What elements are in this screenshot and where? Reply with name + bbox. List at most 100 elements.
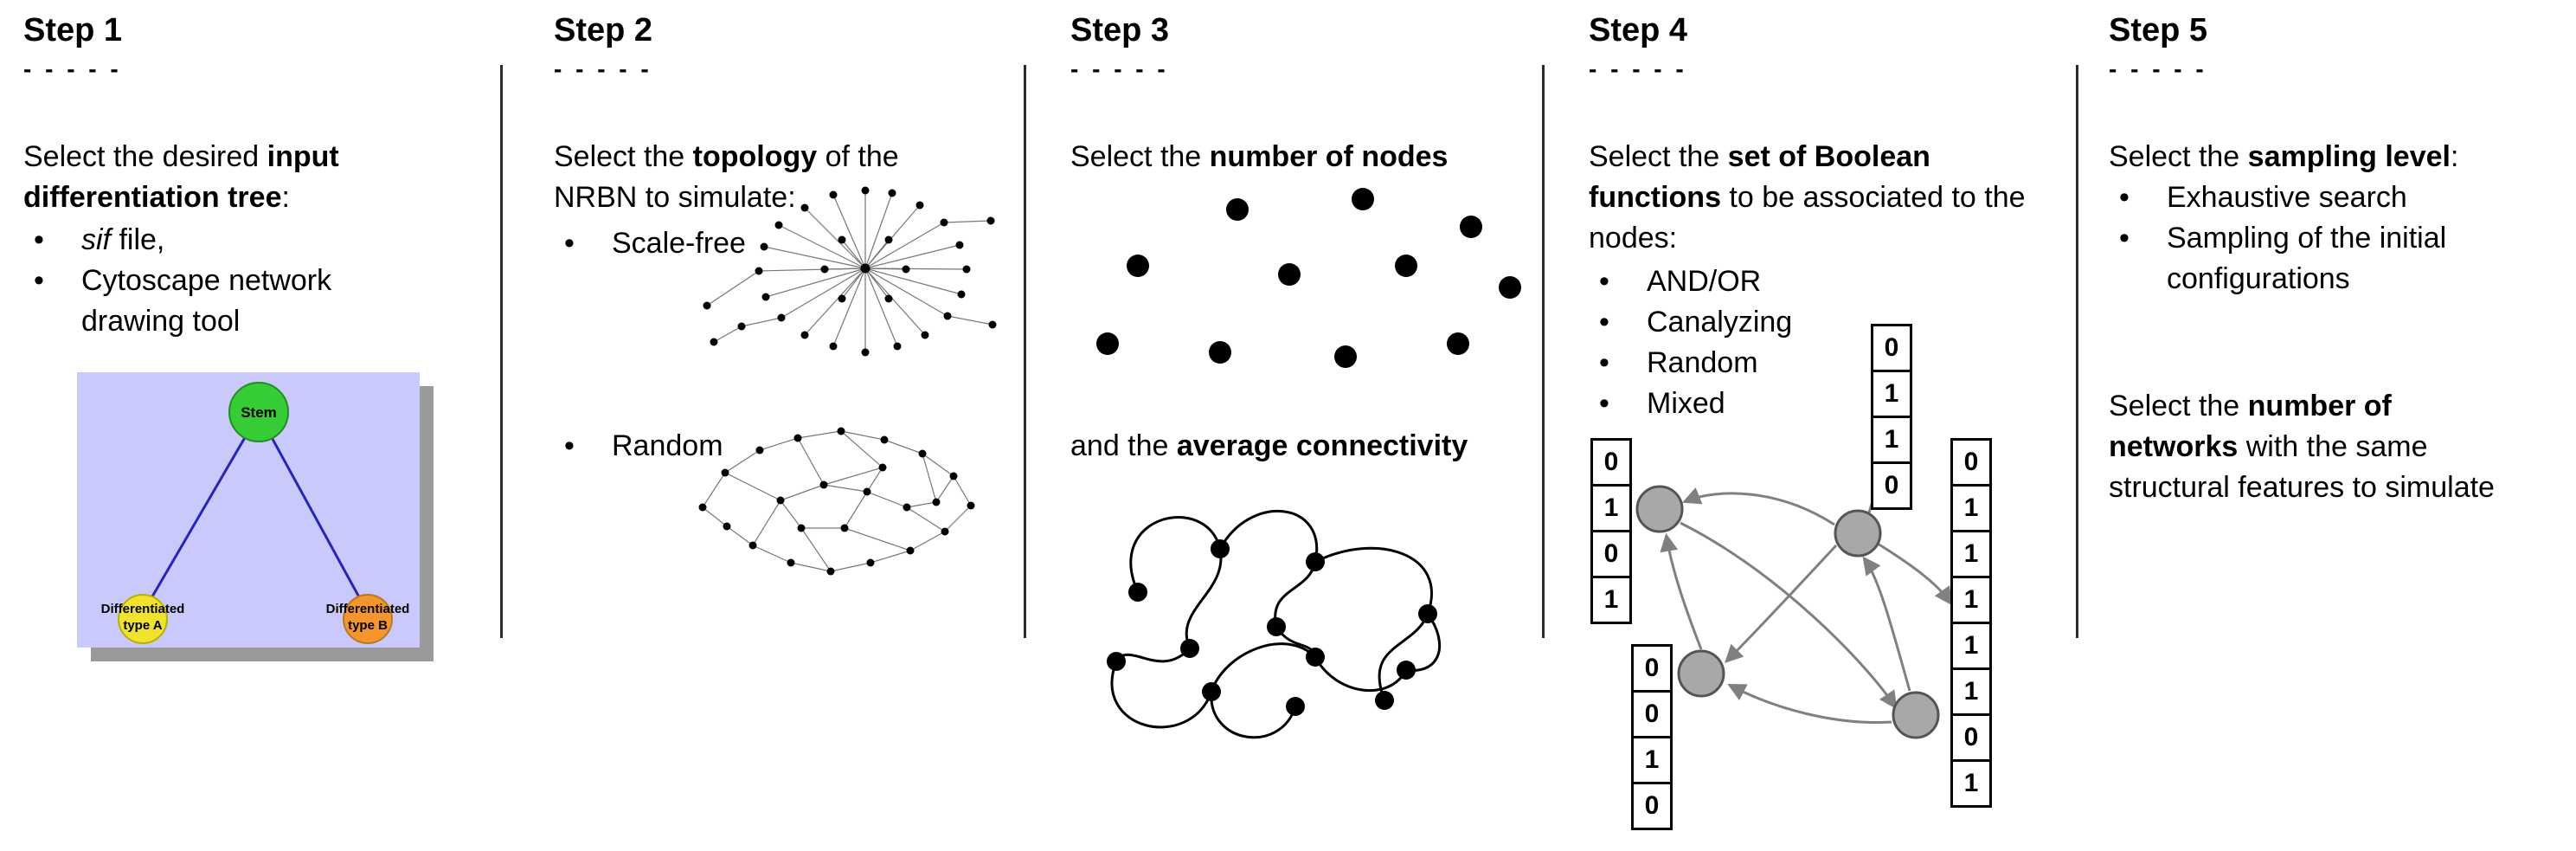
truth-table-cell: 0 [1950,438,1992,487]
step2-bullet-random: Random [554,426,813,467]
truth-table-cell: 0 [1631,782,1673,830]
step2-title: Step 2 [554,12,653,48]
step2-intro-bold: topology [692,140,818,173]
step1-intro-text: Select the desired [23,140,267,173]
step1-intro-bold: input differentiation tree [23,140,339,214]
truth-table-cell: 1 [1590,576,1632,624]
truth-table-cell: 1 [1950,622,1992,670]
step1-intro: Select the desired input differentiation… [23,137,460,218]
node-dots [1096,188,1521,368]
step3-title: Step 3 [1070,12,1170,48]
list-item: Random [554,426,813,467]
column-divider [2076,65,2078,638]
step5-intro: Select the sampling level: [2109,137,2541,177]
step5-intro-bold: sampling level [2247,140,2451,173]
list-item: Scale-free [554,223,813,264]
list-item: Cytoscape network drawing tool [23,261,417,342]
boolean-network-svg [1635,441,1953,739]
tangle-dots [1107,539,1437,716]
boolean-node-3 [1677,649,1725,698]
list-item: Sampling of the initial configurations [2109,218,2541,300]
step1-bullet-list: sif file, Cytoscape network drawing tool [23,220,417,342]
column-divider [500,65,503,638]
step4-intro: Select the set of Boolean functions to b… [1589,137,2060,259]
step4-intro-text1: Select the [1589,140,1728,173]
step5-bullet1: Exhaustive search [2167,181,2407,214]
truth-table-cell: 0 [1871,461,1912,510]
list-item: Random [1589,343,1935,384]
step4-intro-text2: to be associated to the nodes: [1589,181,2026,255]
truth-table-cell: 1 [1950,576,1992,624]
step5-intro-colon: : [2450,140,2459,173]
stem-node [228,382,289,442]
step3-column: Step 3 - - - - - Select the number of no… [1070,12,1538,848]
step5-dashes: - - - - - [2109,55,2207,82]
truth-table-right: 0 1 1 1 1 1 0 1 [1950,438,1992,808]
list-item: Exhaustive search [2109,177,2541,218]
step5-second-text2: with the same structural features to sim… [2109,430,2495,504]
truth-table-cell: 1 [1871,416,1912,464]
truth-table-cell: 0 [1950,713,1992,762]
truth-table-cell: 0 [1590,530,1632,578]
step3-intro-text: Select the [1070,140,1210,173]
step5-second-bold: number of networks [2109,390,2392,463]
truth-table-cell: 1 [1950,759,1992,808]
truth-table-left: 0 1 0 1 [1590,438,1632,624]
step2-bullet-scale-free: Scale-free [554,223,813,264]
step2-intro: Select the topology of the NRBN to simul… [554,137,986,218]
step2-bullet2-label: Random [612,429,723,462]
step2-column: Step 2 - - - - - Select the topology of … [554,12,997,848]
scale-free-nodes [703,186,997,357]
step4-bullet-canalyzing: Canalyzing [1647,306,1793,338]
type-b-label-line1: Differentiated [326,602,410,616]
truth-table-cell: 1 [1590,484,1632,532]
truth-table-cell: 0 [1871,324,1912,372]
step1-bullet1-rest: file, [111,223,165,256]
list-item: Canalyzing [1589,302,1935,343]
step1-intro-colon: : [281,181,290,214]
truth-table-cell: 1 [1950,530,1992,578]
step3-dashes: - - - - - [1070,55,1169,82]
random-network-nodes [698,427,975,576]
truth-table-cell: 0 [1631,644,1673,693]
boolean-node-2 [1834,509,1882,558]
step1-column: Step 1 - - - - - Select the desired inpu… [23,12,460,848]
boolean-node-4 [1892,691,1940,739]
step4-bullet-mixed: Mixed [1647,387,1725,420]
truth-table-top: 0 1 1 0 [1871,324,1912,510]
connectivity-tangle-image [1077,480,1536,770]
type-b-label-line2: type B [348,618,388,633]
step4-bullet-random: Random [1647,346,1758,379]
type-a-label-line1: Differentiated [101,602,185,616]
scale-free-edges [706,190,993,352]
step5-column: Step 5 - - - - - Select the sampling lev… [2109,12,2541,848]
list-item: AND/OR [1589,261,1935,302]
truth-table-cell: 1 [1871,370,1912,418]
nodes-dots-image [1086,184,1536,396]
step2-bullet1-label: Scale-free [612,227,746,260]
step4-dashes: - - - - - [1589,55,1687,82]
step4-title: Step 4 [1589,12,1688,48]
tree-edges [141,413,369,614]
step4-bullet-list: AND/OR Canalyzing Random Mixed [1589,261,1935,424]
step3-mid: and the average connectivity [1070,426,1538,467]
step4-intro-bold: set of Boolean functions [1589,140,1930,214]
step5-bullet2: Sampling of the initial configurations [2167,222,2447,295]
step5-second-paragraph: Select the number of networks with the s… [2109,386,2528,508]
step2-dashes: - - - - - [554,55,652,82]
differentiation-tree-image: Stem Differentiated type A Differentiate… [77,372,436,667]
step5-bullet-list: Exhaustive search Sampling of the initia… [2109,177,2541,300]
boolean-network-nodes [1635,485,1940,739]
random-network-svg [698,427,975,576]
differentiation-tree-svg: Stem Differentiated type A Differentiate… [77,372,434,661]
step1-bullet2: Cytoscape network drawing tool [81,264,332,338]
differentiated-type-a-node [118,594,168,644]
step1-bullet1-italic: sif [81,223,111,256]
nodes-dots-svg [1096,188,1521,368]
connectivity-tangle-svg [1107,509,1442,739]
step3-mid-bold: average connectivity [1176,429,1468,462]
truth-table-cell: 0 [1590,438,1632,487]
boolean-network-image: 0 1 0 1 0 1 1 0 0 1 1 1 1 1 0 1 [1584,317,2016,851]
type-a-label-line2: type A [123,618,162,633]
